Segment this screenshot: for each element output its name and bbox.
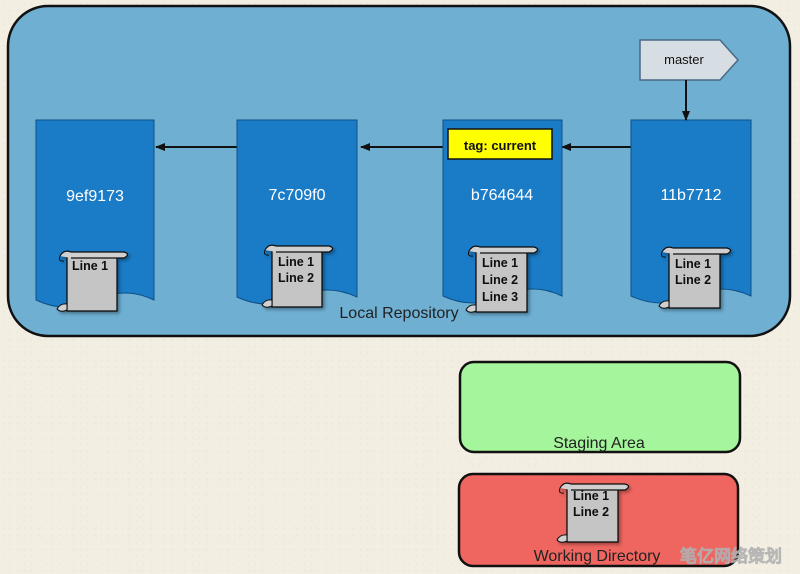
- file-scroll-11b7712: Line 1 Line 2: [658, 246, 732, 309]
- file-line: Line 1: [573, 489, 609, 503]
- commit-7c709f0: 7c709f0: [236, 119, 358, 305]
- watermark: 笔亿网络策划: [680, 546, 782, 566]
- file-scroll-working-directory: Line 1 Line 2: [556, 482, 630, 543]
- staging-area-label: Staging Area: [553, 435, 645, 452]
- file-line: Line 1: [72, 259, 108, 273]
- file-line: Line 2: [482, 273, 518, 287]
- branch-master: master: [639, 39, 740, 121]
- commit-hash: 7c709f0: [269, 187, 326, 204]
- file-line: Line 3: [482, 290, 518, 304]
- file-line: Line 1: [675, 257, 711, 271]
- file-line: Line 2: [278, 271, 314, 285]
- file-line: Line 2: [573, 505, 609, 519]
- file-line: Line 1: [482, 256, 518, 270]
- file-scroll-7c709f0: Line 1 Line 2: [261, 244, 334, 308]
- branch-label: master: [664, 52, 704, 67]
- working-directory-label: Working Directory: [534, 548, 661, 565]
- tag-label: tag: current: [464, 138, 537, 153]
- staging-area: [458, 360, 742, 454]
- tag-current: tag: current: [447, 128, 553, 160]
- commit-b764644: b764644: [442, 119, 563, 304]
- local-repository-label: Local Repository: [339, 305, 458, 322]
- local-repository-area: [6, 4, 792, 338]
- file-scroll-9ef9173: Line 1: [56, 250, 129, 312]
- commit-hash: 9ef9173: [66, 188, 124, 205]
- commit-hash: 11b7712: [660, 187, 721, 204]
- file-line: Line 2: [675, 273, 711, 287]
- commit-11b7712: 11b7712: [630, 119, 752, 304]
- file-scroll-b764644: Line 1 Line 2 Line 3: [465, 245, 539, 313]
- file-line: Line 1: [278, 255, 314, 269]
- commit-hash: b764644: [471, 187, 533, 204]
